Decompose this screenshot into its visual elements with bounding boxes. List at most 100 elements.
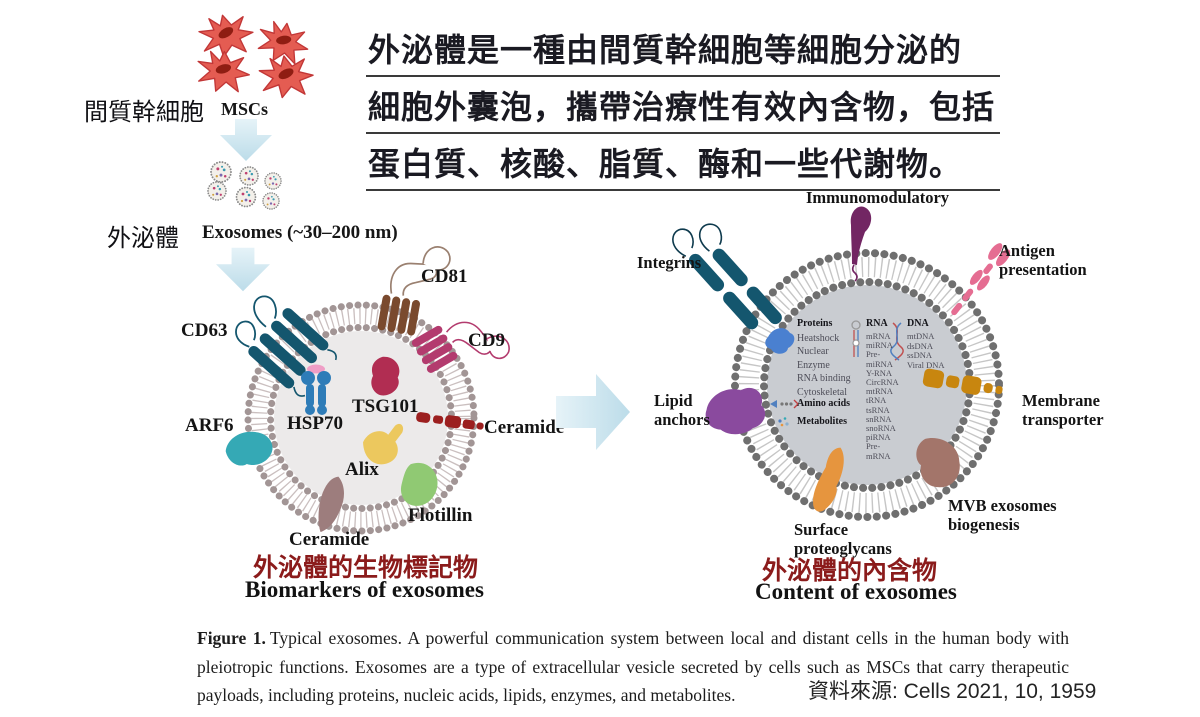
msc-cell-icon — [257, 52, 316, 101]
rna-item: snoRNA — [866, 423, 896, 434]
mvb-biogenesis-icon — [916, 438, 960, 488]
surface-proteoglycans-icon — [813, 447, 844, 512]
rna-item: piRNA — [866, 432, 891, 443]
outer-lipid-heads-ring — [731, 249, 1003, 521]
exosome-label-zh: 外泌體 — [107, 225, 179, 252]
ceramide-right-label: Ceramide — [484, 417, 565, 438]
description-block: 外泌體是一種由間質幹細胞等細胞分泌的 細胞外囊泡，攜帶治療性有效內含物，包括 蛋… — [366, 20, 1000, 191]
metabolites-heading: Metabolites — [797, 416, 847, 427]
cd9-protein-icon — [411, 321, 510, 373]
rna-item: mRNA — [866, 331, 891, 341]
exosome-label-en: Exosomes (~30–200 nm) — [202, 222, 398, 243]
right-arrow-icon — [556, 374, 630, 450]
cd81-label: CD81 — [421, 266, 468, 287]
protein-item: Nuclear — [797, 346, 829, 358]
dna-icon — [890, 322, 904, 361]
rna-item: tRNA — [866, 395, 887, 406]
ceramide-teardrop-icon — [318, 476, 344, 533]
rna-item: CircRNA — [866, 377, 899, 388]
rna-icon — [851, 320, 861, 357]
tsg101-protein-icon — [371, 356, 400, 396]
description-line-1: 外泌體是一種由間質幹細胞等細胞分泌的 — [366, 20, 1000, 77]
mvb-biogenesis-label: MVB exosomes biogenesis — [948, 496, 1057, 534]
integrins-icon — [672, 223, 782, 330]
arf6-label: ARF6 — [185, 415, 234, 436]
dna-item: Viral DNA — [907, 359, 945, 370]
protein-item: Cytoskeletal — [797, 386, 847, 398]
exosome-vesicle-icon — [239, 166, 259, 186]
amino-acids-heading: Amino acids — [797, 398, 851, 409]
exosome-vesicle-icon — [264, 172, 282, 190]
cd63-label: CD63 — [181, 320, 228, 341]
dna-heading: DNA — [907, 318, 929, 329]
cd81-protein-icon — [377, 246, 451, 336]
lipid-tails-ring — [251, 308, 471, 528]
lipid-anchors-label: Lipid anchors — [654, 391, 710, 429]
contents-title-en: Content of exosomes — [755, 579, 957, 604]
hsp70-protein-icon — [301, 364, 331, 415]
rna-item: miRNA — [866, 358, 893, 369]
rna-item: mRNA — [866, 450, 891, 461]
content-exosome-diagram — [672, 206, 1011, 521]
immunomodulatory-label: Immunomodulatory — [806, 188, 950, 207]
protein-item: RNA binding — [797, 373, 851, 385]
exosome-lumen — [767, 285, 967, 485]
immunomodulatory-icon — [850, 206, 872, 282]
rna-item: Pre- — [866, 349, 881, 360]
integrins-label: Integrins — [637, 253, 702, 272]
cd63-protein-icon — [235, 295, 337, 397]
lipid-anchors-icon — [705, 387, 766, 435]
contents-title-zh: 外泌體的內含物 — [762, 557, 938, 585]
msc-cell-icon — [195, 48, 252, 95]
alix-protein-icon — [363, 423, 404, 465]
protein-item: Enzyme — [797, 359, 830, 371]
dna-list: DNA mtDNA dsDNA ssDNA Viral DNA — [907, 318, 945, 370]
msc-label-en: MSCs — [221, 99, 269, 119]
ceramide-bottom-label: Ceramide — [289, 529, 370, 550]
antigen-presentation-label: Antigen presentation — [999, 241, 1087, 279]
arf6-protein-icon — [225, 431, 273, 466]
exosome-vesicle-icon — [210, 161, 232, 183]
metabolites-icon — [778, 417, 789, 427]
rna-list: RNA mRNA miRNA Pre- miRNA Y-RNA CircRNA … — [866, 318, 899, 461]
description-line-2: 細胞外囊泡，攜帶治療性有效內含物，包括 — [366, 77, 1000, 134]
description-line-3: 蛋白質、核酸、脂質、酶和一些代謝物。 — [366, 134, 1000, 191]
msc-cells-illustration — [195, 9, 316, 101]
proteins-icon — [765, 328, 795, 354]
hsp70-label: HSP70 — [287, 413, 343, 434]
outer-lipid-heads-ring — [244, 301, 478, 535]
rna-item: Pre- — [866, 441, 881, 452]
exosome-vesicle-icon — [262, 192, 280, 210]
ceramide-bar-icon — [416, 412, 484, 430]
rna-item: snRNA — [866, 413, 892, 424]
cd9-label: CD9 — [468, 330, 505, 351]
surface-proteoglycans-label: Surface proteoglycans — [794, 520, 892, 558]
exosome-cluster-illustration — [207, 161, 282, 210]
flotillin-protein-icon — [400, 462, 438, 506]
proteins-list: Proteins Heatshock Nuclear Enzyme RNA bi… — [797, 318, 851, 399]
source-credit: 資料來源: Cells 2021, 10, 1959 — [808, 680, 1097, 703]
membrane-transporter-label: Membrane transporter — [1022, 391, 1104, 429]
membrane-transporter-icon — [922, 368, 1003, 395]
exosome-lumen — [274, 331, 448, 505]
rna-heading: RNA — [866, 318, 888, 329]
exosome-vesicle-icon — [235, 186, 257, 208]
amino-acids-icon — [770, 399, 799, 409]
tsg101-label: TSG101 — [352, 396, 419, 417]
proteins-heading: Proteins — [797, 318, 833, 329]
dna-item: ssDNA — [907, 350, 933, 361]
rna-item: tsRNA — [866, 404, 890, 415]
figure-caption-text: Typical exosomes. A powerful communicati… — [197, 628, 1069, 705]
rna-item: miRNA — [866, 340, 893, 351]
figure-label: Figure 1. — [197, 628, 266, 648]
figure-caption: Figure 1.Typical exosomes. A powerful co… — [197, 624, 1069, 710]
flotillin-label: Flotillin — [408, 505, 473, 526]
antigen-presentation-icon — [951, 243, 1011, 316]
down-arrow-icon — [220, 119, 272, 161]
msc-cell-icon — [196, 9, 257, 61]
dna-item: mtDNA — [907, 331, 935, 341]
rna-item: mtRNA — [866, 386, 893, 397]
biomarkers-title-zh: 外泌體的生物標記物 — [253, 554, 479, 582]
biomarkers-title-en: Biomarkers of exosomes — [245, 577, 484, 602]
msc-label-zh: 間質幹細胞 — [84, 99, 204, 126]
